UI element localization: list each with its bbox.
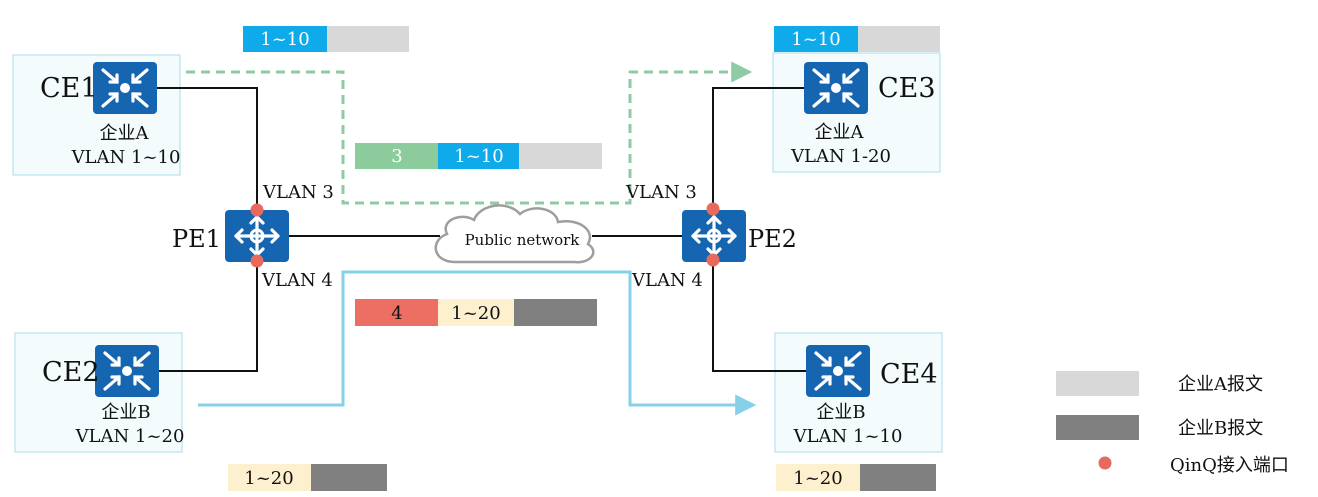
legend-company-b-label: 企业B报文 [1178, 418, 1263, 439]
ce1-name: CE1 [40, 73, 98, 104]
public-network-cloud [434, 204, 595, 264]
pe1-vlan-bottom: VLAN 4 [261, 270, 333, 291]
company-a-traffic-path [186, 61, 753, 205]
legend-qinq-port-dot [1098, 456, 1112, 470]
legend-qinq-port-label: QinQ接入端口 [1170, 455, 1289, 476]
ce3-name: CE3 [878, 73, 936, 104]
legend: 企业A报文 企业B报文 QinQ接入端口 [1056, 371, 1289, 476]
pe1-qinq-port-bottom [250, 254, 264, 268]
frame-top-left-inner-tag: 1~10 [260, 29, 309, 50]
pe2-qinq-port-top [706, 202, 720, 216]
frame-top-left: 1~10 [243, 26, 409, 52]
frame-middle-b-outer-tag: 4 [391, 303, 402, 324]
ce4-name: CE4 [880, 359, 938, 390]
public-network-label: Public network [465, 231, 581, 249]
ce2-device-icon [95, 345, 159, 397]
link-ce4-pe2 [712, 260, 810, 372]
ce1-company: 企业A [100, 123, 150, 144]
frame-middle-b: 4 1~20 [355, 299, 597, 326]
ce1-device-icon [93, 62, 157, 114]
ce2-vlan: VLAN 1~20 [75, 426, 185, 447]
pe1-device-icon [225, 210, 289, 262]
pe2-name: PE2 [748, 225, 797, 253]
frame-bottom-right-inner-tag: 1~20 [793, 468, 842, 489]
frame-middle-a-inner-tag: 1~10 [454, 146, 503, 167]
frame-top-right: 1~10 [774, 26, 940, 52]
ce4-vlan: VLAN 1~10 [793, 426, 903, 447]
pe2-vlan-bottom: VLAN 4 [631, 270, 703, 291]
ce3-company: 企业A [815, 122, 865, 143]
frame-bottom-left-inner-tag: 1~20 [244, 468, 293, 489]
pe2-qinq-port-bottom [706, 253, 720, 267]
pe2-vlan-top: VLAN 3 [625, 182, 697, 203]
ce4-company: 企业B [816, 402, 865, 423]
frame-middle-a: 3 1~10 [355, 143, 602, 169]
legend-company-a-label: 企业A报文 [1178, 374, 1263, 395]
ce3-device-icon [804, 62, 868, 114]
link-ce2-pe1 [157, 260, 258, 372]
company-b-traffic-path [198, 270, 757, 416]
frame-bottom-left: 1~20 [228, 464, 387, 491]
legend-company-a-swatch [1056, 371, 1139, 396]
link-ce1-pe1 [155, 87, 258, 210]
ce1-vlan: VLAN 1~10 [71, 147, 181, 168]
pe1-qinq-port-top [250, 203, 264, 217]
ce3-vlan: VLAN 1-20 [790, 146, 891, 167]
frame-middle-b-inner-tag: 1~20 [451, 303, 500, 324]
ce2-name: CE2 [42, 357, 100, 388]
ce2-company: 企业B [101, 402, 150, 423]
frame-top-right-inner-tag: 1~10 [791, 29, 840, 50]
frame-middle-a-outer-tag: 3 [391, 146, 402, 167]
ce4-device-icon [806, 345, 870, 397]
legend-company-b-swatch [1056, 415, 1139, 440]
pe1-name: PE1 [172, 225, 221, 253]
link-ce3-pe2 [712, 87, 810, 210]
pe1-vlan-top: VLAN 3 [262, 182, 334, 203]
frame-bottom-right: 1~20 [776, 464, 936, 491]
